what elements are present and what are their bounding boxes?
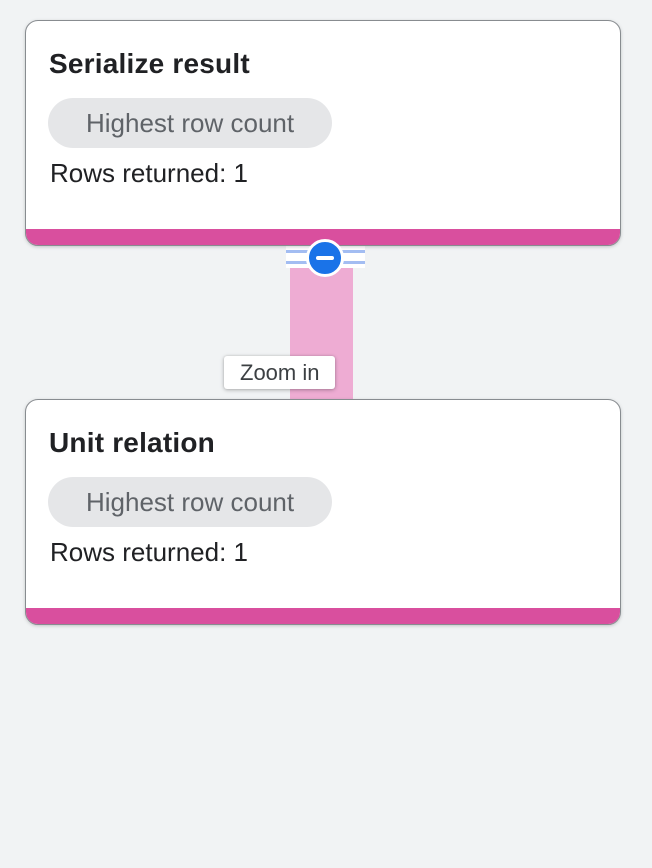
highest-row-count-badge: Highest row count <box>48 477 333 527</box>
stage-title: Unit relation <box>49 427 215 458</box>
minus-icon <box>316 256 334 260</box>
highest-row-count-badge: Highest row count <box>48 98 333 148</box>
rows-returned-text: Rows returned: 1 <box>50 537 248 567</box>
rows-returned-text: Rows returned: 1 <box>50 158 248 188</box>
highlight-bar <box>26 229 620 245</box>
stage-card-unit-relation[interactable]: Unit relation Highest row count Rows ret… <box>25 399 621 625</box>
highlight-bar <box>26 608 620 624</box>
stage-card-serialize-result[interactable]: Serialize result Highest row count Rows … <box>25 20 621 246</box>
stage-title: Serialize result <box>49 48 250 79</box>
collapse-edge-button[interactable] <box>306 239 344 277</box>
zoom-in-tooltip: Zoom in <box>224 356 336 389</box>
